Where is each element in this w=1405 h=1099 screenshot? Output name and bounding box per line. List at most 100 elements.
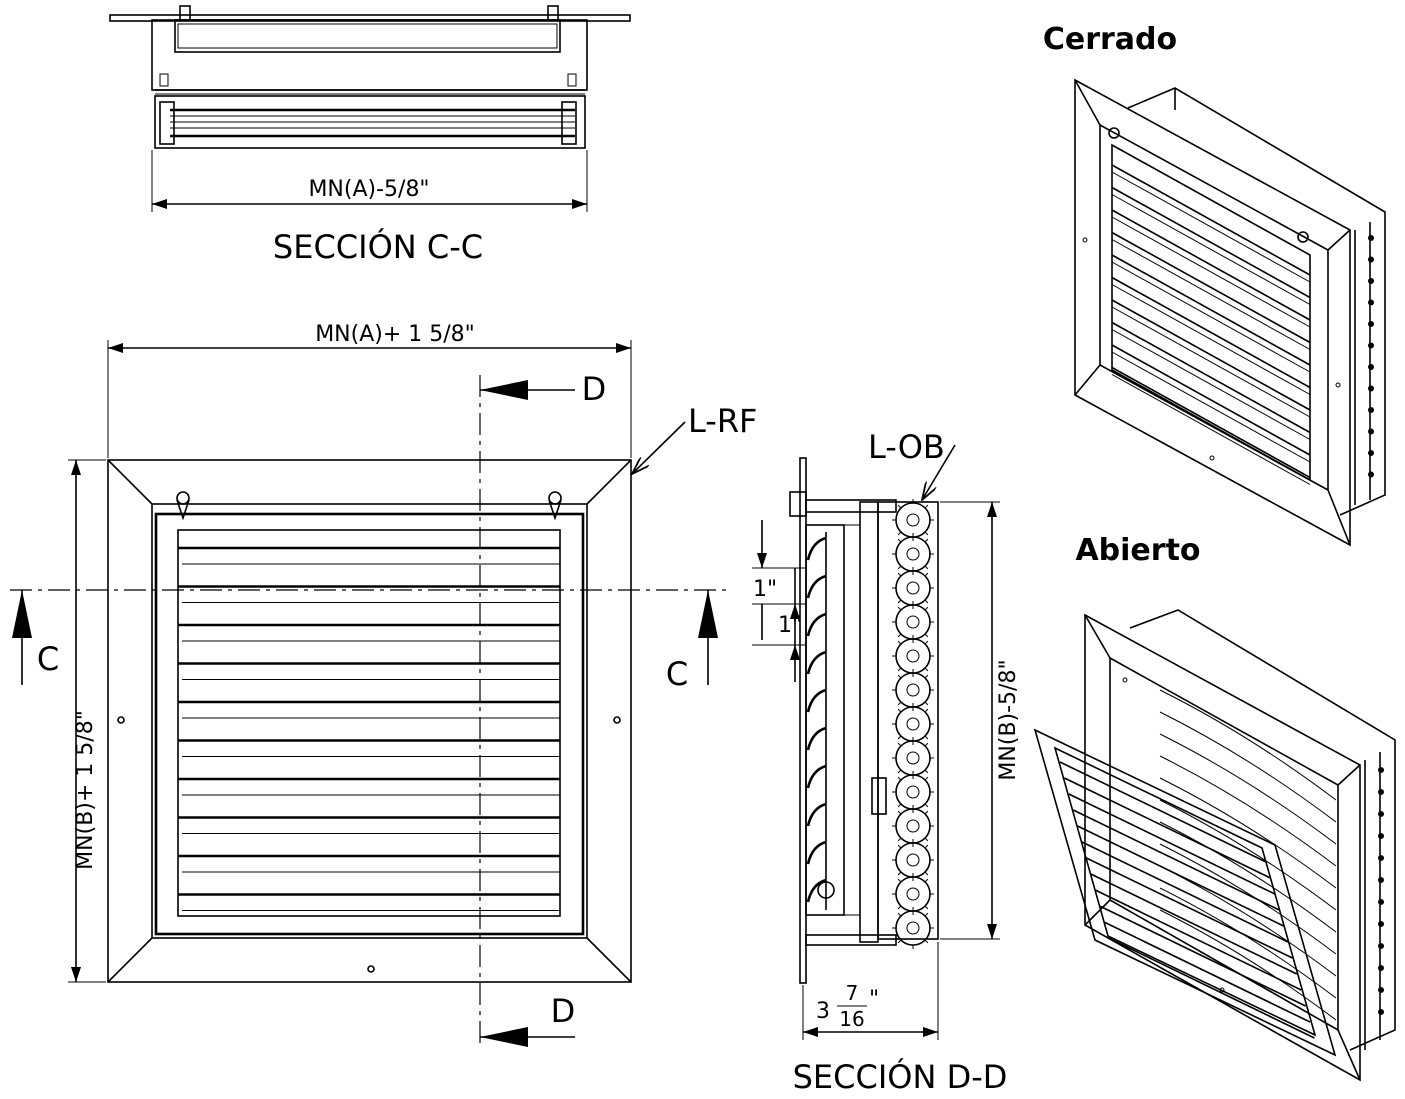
damper-blade <box>895 570 931 606</box>
gear-tooth <box>924 735 929 740</box>
curved-blade <box>806 764 827 789</box>
rivet <box>1378 921 1384 927</box>
section-dd-title: SECCIÓN D-D <box>793 1057 1008 1096</box>
rivet <box>1368 385 1374 392</box>
rivet <box>1368 407 1374 413</box>
isometric-open-view: Abierto <box>1033 533 1396 1082</box>
damper-blade-iso <box>1159 799 1337 911</box>
damper-blade <box>895 638 931 674</box>
gear-tooth <box>897 572 902 577</box>
gear-tooth <box>897 810 902 815</box>
damper-blade <box>895 842 931 878</box>
damper-pivot <box>906 751 920 765</box>
screw-hole-bottom <box>367 965 375 973</box>
damper-blade-iso <box>1159 843 1337 955</box>
damper-blade <box>895 604 931 640</box>
rivet <box>1378 987 1384 993</box>
damper-pivot <box>906 683 920 697</box>
iso-blade <box>1111 186 1311 299</box>
section-dd-front-blades <box>806 536 827 903</box>
grille-blade <box>1090 873 1298 975</box>
rivet-row <box>1368 235 1374 478</box>
damper-pivot <box>906 581 920 595</box>
grille-blade <box>1108 937 1315 1039</box>
screw-hole-left <box>117 716 125 724</box>
gear-tooth <box>924 810 929 815</box>
gear-tooth <box>924 606 929 611</box>
blade-spacing-dimension-1: 1" <box>753 577 777 602</box>
curved-blade <box>806 688 827 713</box>
gear-tooth <box>924 912 929 917</box>
louver-blades <box>178 546 560 911</box>
gear-tooth <box>897 939 902 944</box>
callout-l-ob: L-OB <box>868 428 945 466</box>
gear-tooth <box>897 606 902 611</box>
damper-blade <box>895 672 931 708</box>
rivet <box>1368 321 1374 327</box>
gear-tooth <box>924 742 929 747</box>
curved-blade <box>806 574 827 599</box>
depth-numerator: 7 <box>846 981 859 1005</box>
front-width-dimension: MN(A)+ 1 5/8" <box>315 322 475 347</box>
iso-blade <box>1111 344 1311 456</box>
section-dd-view: 1" 1" MN(B)-5/8" 3 7 16 " L-OB SECCIÓN D… <box>752 428 1021 1096</box>
damper-pivot <box>906 649 920 663</box>
gear-tooth <box>924 837 929 842</box>
cut-label-d-top: D <box>582 370 607 408</box>
damper-pivot <box>906 513 920 527</box>
grille-blade <box>1064 777 1271 879</box>
gear-tooth <box>897 531 902 536</box>
front-view: D D C C MN(A)+ 1 5/8" MN(B)+ 1 5/8" L-RF <box>10 322 757 1047</box>
rivet <box>1378 965 1384 971</box>
gear-tooth <box>897 565 902 570</box>
latch-right <box>548 491 562 521</box>
damper-blade <box>895 774 931 810</box>
gear-tooth <box>924 939 929 944</box>
damper-pivot <box>906 853 920 867</box>
damper-blade-iso <box>1159 755 1337 867</box>
iso-blade <box>1111 276 1311 389</box>
grille-blade <box>1099 905 1306 1007</box>
damper-blade <box>895 536 931 572</box>
curved-blade <box>806 612 827 637</box>
damper-blade <box>895 808 931 844</box>
rivet <box>1368 342 1374 349</box>
screw-hole-right <box>613 716 621 724</box>
gear-tooth <box>924 538 929 543</box>
rivet-row-open <box>1378 767 1384 1015</box>
depth-whole: 3 <box>816 999 830 1024</box>
section-cc-title: SECCIÓN C-C <box>273 227 483 266</box>
rivet <box>1378 943 1384 949</box>
damper-blade-iso <box>1159 711 1337 823</box>
gear-tooth <box>897 803 902 808</box>
rivet <box>1368 235 1374 241</box>
gear-tooth <box>897 674 902 679</box>
rivet <box>1368 278 1374 284</box>
rivet <box>1368 256 1374 263</box>
grille-blade <box>1068 793 1276 895</box>
iso-blade-face <box>1111 306 1311 418</box>
open-grille-blades <box>1059 761 1315 1039</box>
callout-l-rf: L-RF <box>688 402 757 440</box>
gear-tooth <box>924 878 929 883</box>
curved-blade <box>806 536 827 561</box>
gear-tooth <box>897 633 902 638</box>
grille-blade <box>1072 809 1280 911</box>
damper-pivot <box>906 921 920 935</box>
damper-pivot <box>906 785 920 799</box>
rivet <box>1378 877 1384 883</box>
grille-blade <box>1059 761 1267 863</box>
gear-tooth <box>897 776 902 781</box>
curved-blade <box>806 878 827 903</box>
gear-tooth <box>924 531 929 536</box>
section-cc-view: MN(A)-5/8" SECCIÓN C-C <box>109 5 631 266</box>
gear-tooth <box>897 905 902 910</box>
iso-blade-face <box>1111 284 1311 395</box>
rivet <box>1368 428 1374 435</box>
damper-blade-iso <box>1159 733 1337 845</box>
rivet <box>1378 789 1384 795</box>
gear-tooth <box>924 633 929 638</box>
curved-blade <box>806 650 827 675</box>
open-damper-blades <box>1159 689 1337 1021</box>
